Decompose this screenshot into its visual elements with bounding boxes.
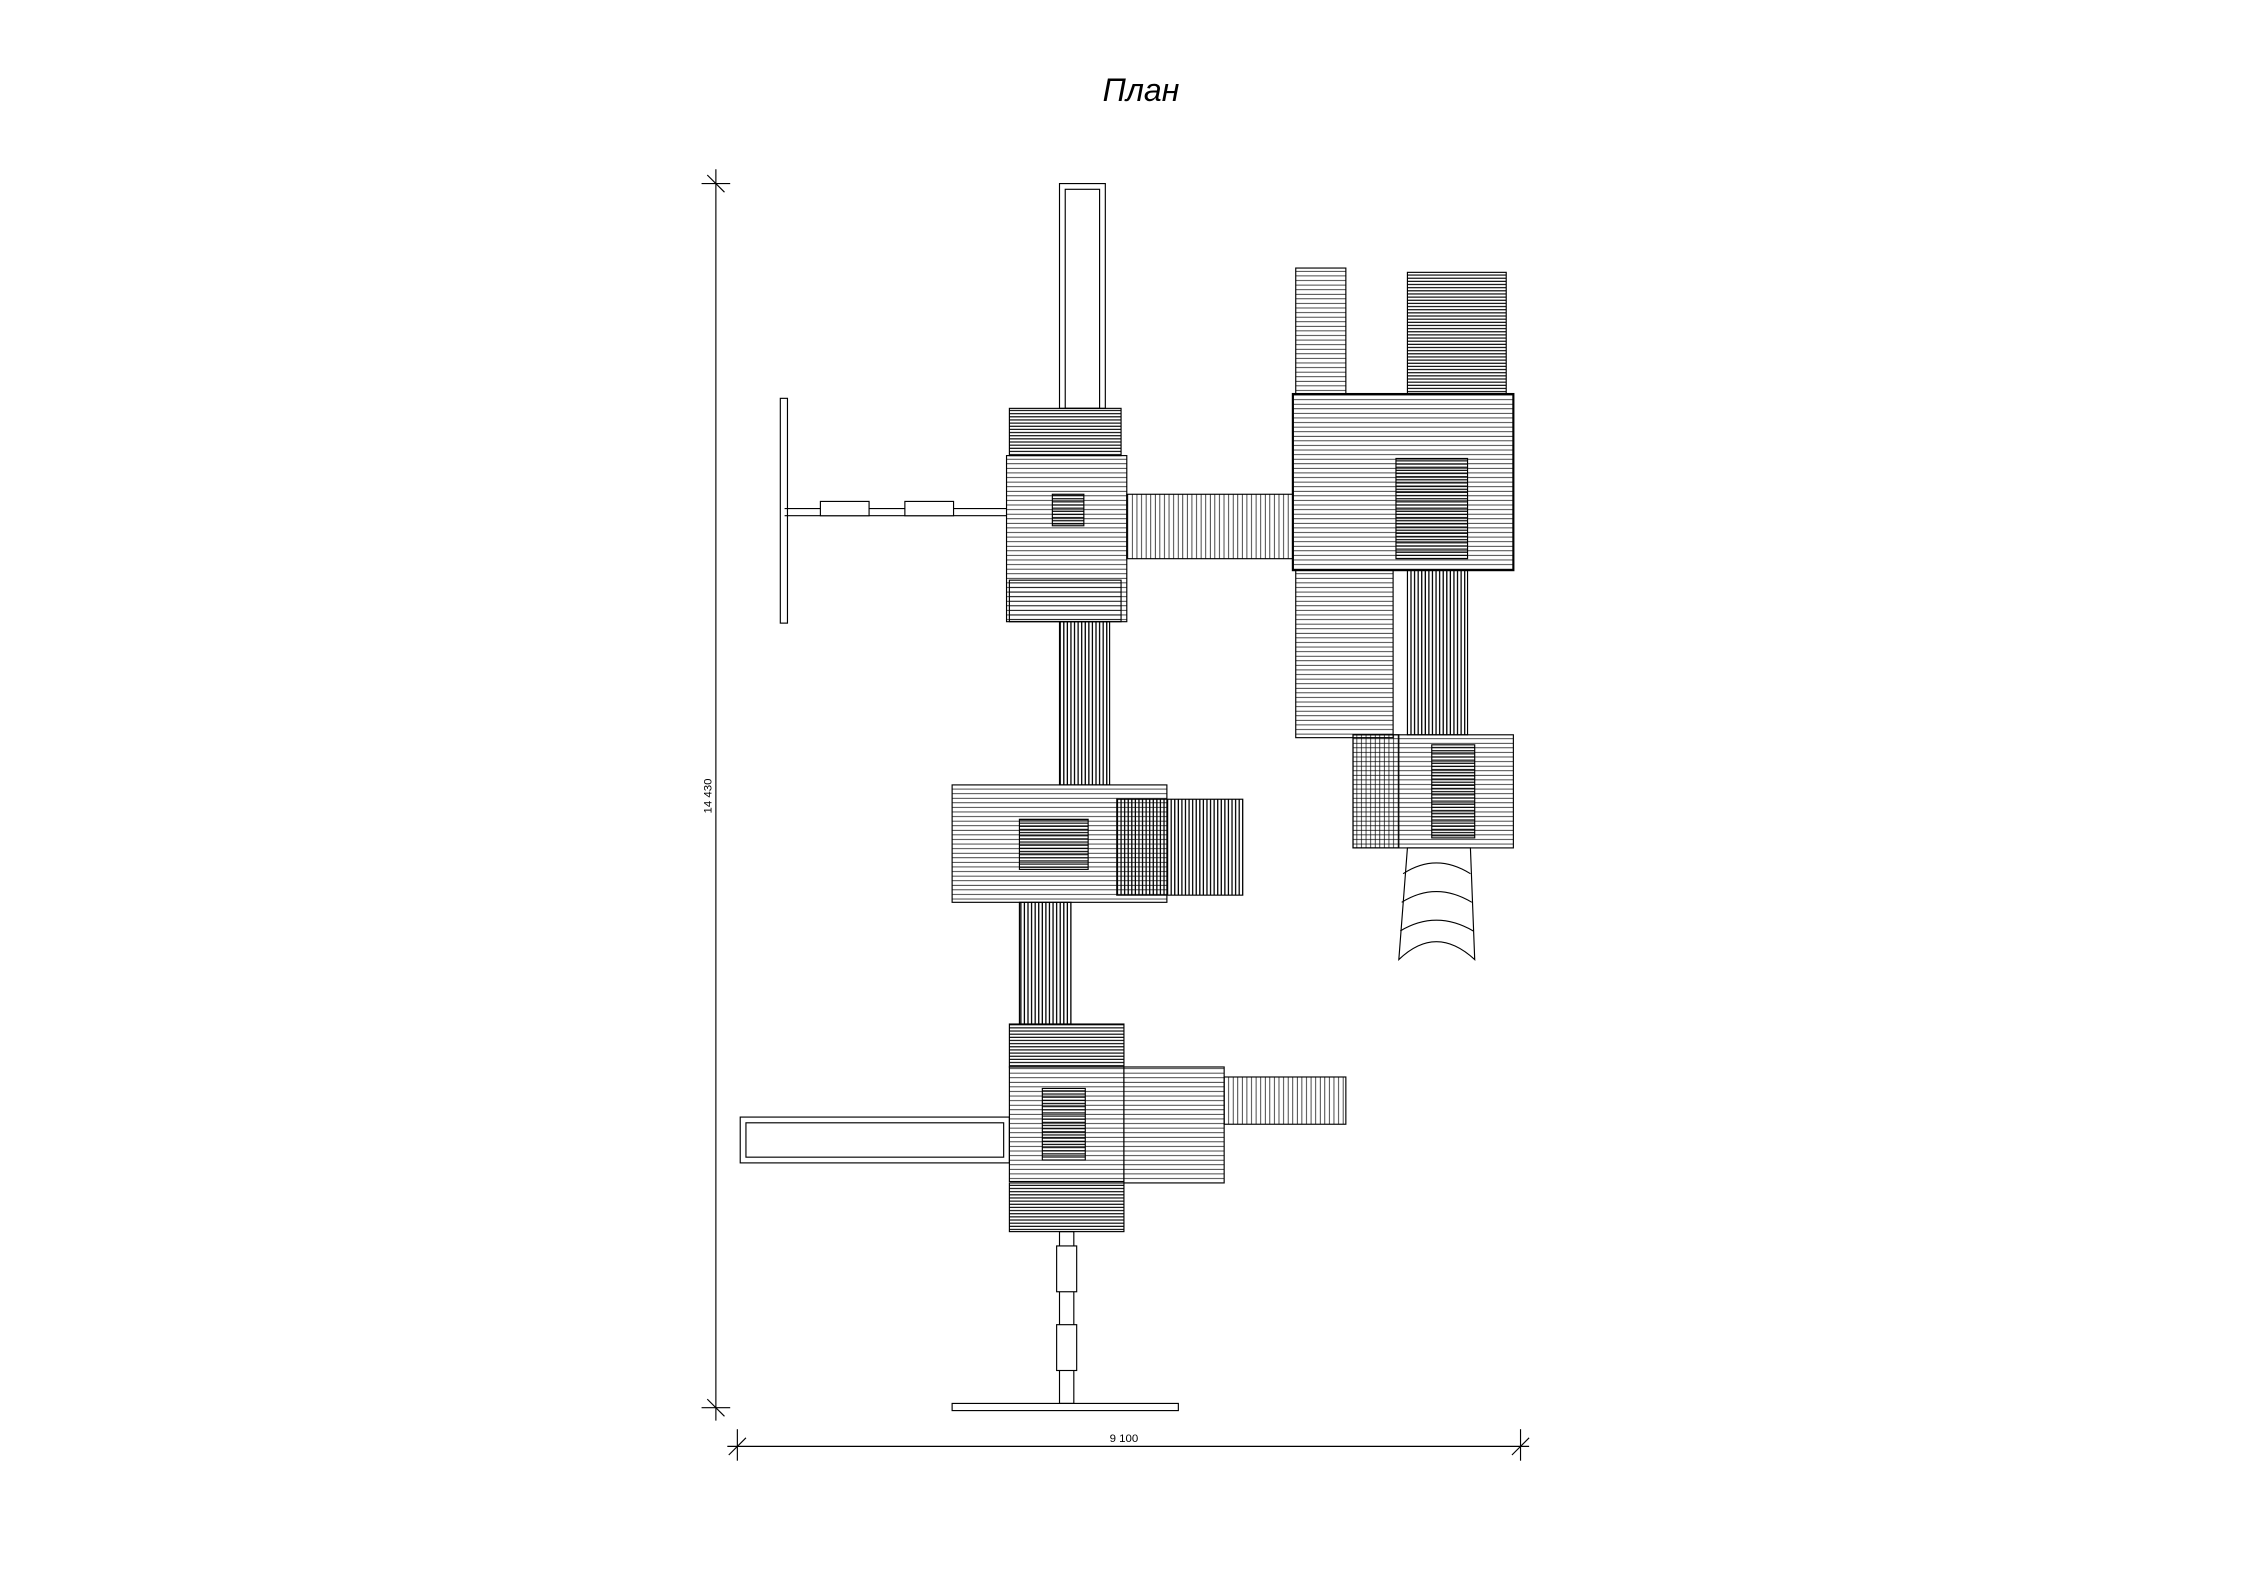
tower-4 <box>951 621 1244 1025</box>
tower-1 <box>779 182 1294 624</box>
width-dimension-label: 9 100 <box>1110 1433 1139 1445</box>
drawing-title: План <box>1102 72 1180 108</box>
height-dimension <box>701 169 731 1421</box>
tower-3 <box>1352 734 1514 962</box>
tower-2 <box>1291 267 1515 739</box>
height-dimension-label: 14 430 <box>703 779 715 814</box>
tower-5 <box>739 1023 1347 1412</box>
width-dimension <box>727 1429 1530 1461</box>
